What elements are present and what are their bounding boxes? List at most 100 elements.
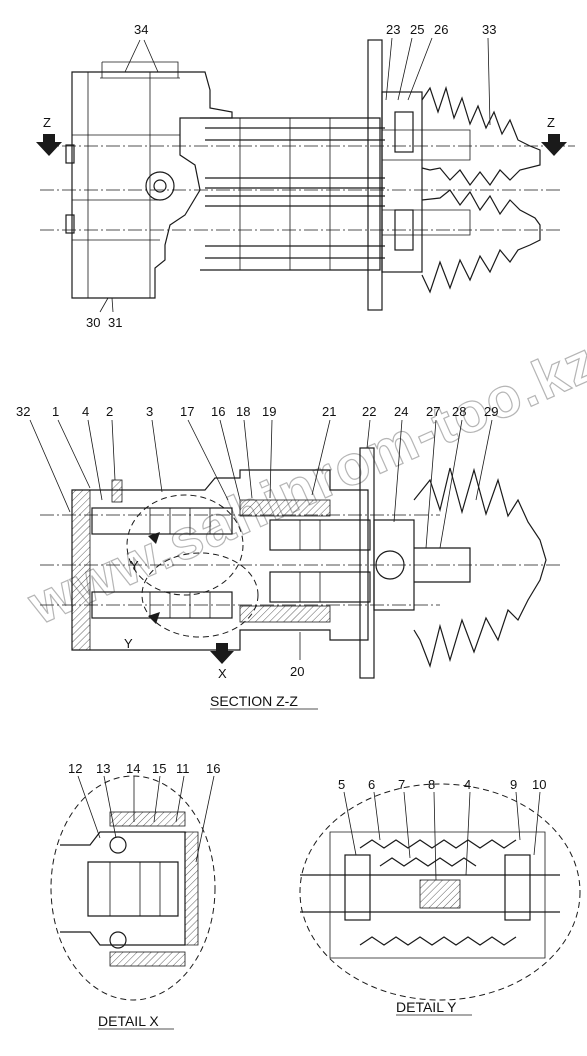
detail-y-outer-spring bbox=[359, 839, 517, 849]
detail-x-circle bbox=[141, 552, 259, 638]
section-arrow-left bbox=[36, 134, 62, 156]
housing-lines bbox=[239, 118, 331, 270]
bolt-3 bbox=[205, 195, 385, 207]
label-32: 32 bbox=[16, 404, 30, 419]
detail-x-leaders bbox=[77, 775, 215, 863]
label-7: 7 bbox=[398, 777, 405, 792]
section-view: Y Y X 32 1 4 2 3 17 16 18 19 21 22 24 27… bbox=[16, 404, 560, 710]
section-leaders bbox=[29, 419, 493, 660]
label-4: 4 bbox=[82, 404, 89, 419]
detail-y-arrow-lower bbox=[140, 612, 160, 628]
label-11: 11 bbox=[176, 761, 190, 776]
label-15: 15 bbox=[152, 761, 166, 776]
label-21: 21 bbox=[322, 404, 336, 419]
detail-y-outline bbox=[299, 783, 581, 1001]
label-30: 30 bbox=[86, 315, 100, 330]
bolt-1 bbox=[205, 127, 385, 141]
label-16-detail: 16 bbox=[206, 761, 220, 776]
valve-body-outline bbox=[71, 71, 233, 299]
detail-x-caption: DETAIL X bbox=[98, 1013, 159, 1029]
label-6: 6 bbox=[368, 777, 375, 792]
detail-x: 12 13 14 15 11 16 DETAIL X bbox=[50, 761, 220, 1030]
bolt-4 bbox=[205, 245, 385, 259]
detail-x-body bbox=[60, 831, 186, 946]
rods bbox=[382, 129, 471, 236]
label-33: 33 bbox=[482, 22, 496, 37]
plate-upper bbox=[239, 499, 331, 517]
label-13: 13 bbox=[96, 761, 110, 776]
bellows-top bbox=[421, 85, 541, 187]
plate-lower bbox=[239, 605, 331, 623]
label-12: 12 bbox=[68, 761, 82, 776]
detail-x-ball-upper bbox=[109, 836, 127, 854]
label-17: 17 bbox=[180, 404, 194, 419]
detail-x-plate-top bbox=[109, 811, 186, 827]
spool-upper bbox=[91, 507, 233, 535]
plug-lower bbox=[65, 214, 75, 234]
detail-y-spool-body bbox=[419, 879, 461, 909]
label-22: 22 bbox=[362, 404, 376, 419]
detail-y-caption: DETAIL Y bbox=[396, 999, 457, 1015]
label-1: 1 bbox=[52, 404, 59, 419]
label-16: 16 bbox=[211, 404, 225, 419]
label-34: 34 bbox=[134, 22, 148, 37]
detail-y-circle bbox=[126, 494, 244, 596]
detail-x-arrow bbox=[210, 643, 234, 664]
detail-y-shaft bbox=[300, 874, 560, 913]
detail-y: 5 6 7 8 4 9 10 DETAIL Y bbox=[299, 777, 581, 1016]
mount-hole bbox=[153, 179, 167, 193]
section-caption: SECTION Z-Z bbox=[210, 693, 298, 709]
detail-x-ball-lower bbox=[109, 931, 127, 949]
label-26: 26 bbox=[434, 22, 448, 37]
port-2 bbox=[111, 479, 123, 503]
plug-upper bbox=[65, 144, 75, 164]
marker-x: X bbox=[218, 666, 227, 681]
label-20: 20 bbox=[290, 664, 304, 679]
section-bellows bbox=[413, 467, 547, 668]
watermark: www.sahinrom-too.kz bbox=[18, 328, 587, 637]
detail-y-inner-spring bbox=[379, 857, 477, 867]
leaders-bottom bbox=[99, 297, 114, 313]
label-29: 29 bbox=[484, 404, 498, 419]
watermark-text: www.sahinrom-too.kz bbox=[18, 328, 587, 636]
section-body-outline bbox=[71, 469, 369, 651]
label-10: 10 bbox=[532, 777, 546, 792]
label-25: 25 bbox=[410, 22, 424, 37]
label-2: 2 bbox=[106, 404, 113, 419]
detail-y-leaders bbox=[343, 791, 541, 881]
bellows-bottom bbox=[421, 189, 541, 294]
label-24: 24 bbox=[394, 404, 408, 419]
detail-x-outline bbox=[50, 775, 216, 1001]
cover-block bbox=[381, 91, 423, 273]
label-5: 5 bbox=[338, 777, 345, 792]
body-wall-hatch bbox=[71, 489, 91, 651]
section-marker-left: Z bbox=[43, 115, 51, 130]
label-23: 23 bbox=[386, 22, 400, 37]
pusher-upper bbox=[394, 111, 414, 153]
label-31: 31 bbox=[108, 315, 122, 330]
label-3: 3 bbox=[146, 404, 153, 419]
marker-y-lower: Y bbox=[124, 636, 133, 651]
label-14: 14 bbox=[126, 761, 140, 776]
label-4-detail: 4 bbox=[464, 777, 471, 792]
label-19: 19 bbox=[262, 404, 276, 419]
marker-y-upper: Y bbox=[130, 558, 139, 573]
label-18: 18 bbox=[236, 404, 250, 419]
body-bores bbox=[72, 134, 180, 241]
spacer-housing bbox=[200, 117, 381, 271]
detail-y-arrow-upper bbox=[140, 532, 160, 548]
detail-x-plate-bottom bbox=[109, 951, 186, 967]
leader-34 bbox=[124, 39, 159, 73]
label-27: 27 bbox=[426, 404, 440, 419]
detail-y-seat-right bbox=[504, 854, 531, 921]
detail-y-seat-left bbox=[344, 854, 371, 921]
section-arrow-right bbox=[541, 134, 567, 156]
detail-y-outer-spring-lower bbox=[359, 936, 517, 946]
label-9: 9 bbox=[510, 777, 517, 792]
detail-y-bore bbox=[329, 831, 546, 959]
detail-x-spool bbox=[87, 861, 179, 917]
section-marker-right: Z bbox=[547, 115, 555, 130]
leaders-top-right bbox=[385, 37, 491, 126]
detail-x-wall bbox=[184, 831, 199, 946]
